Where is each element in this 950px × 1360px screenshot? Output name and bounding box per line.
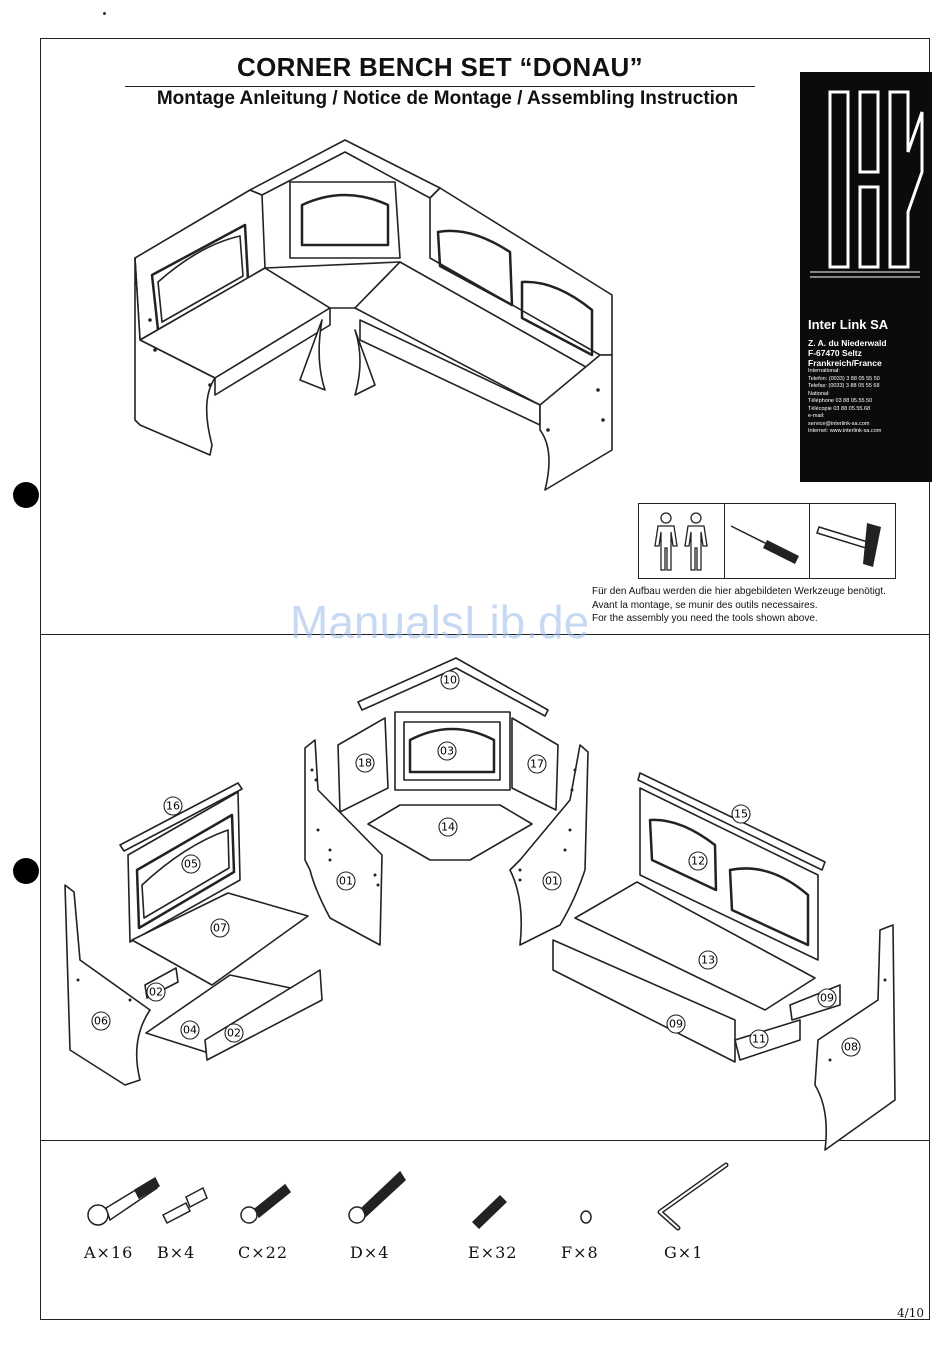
fastener-g-label: G×1 [664, 1243, 704, 1262]
punch-hole-mark [13, 482, 39, 508]
company-contact: Inter Link SA Z. A. du Niederwald F-6747… [808, 317, 928, 436]
punch-hole-mark [13, 858, 39, 884]
fastener-c-label: C×22 [238, 1243, 289, 1262]
page-title: CORNER BENCH SET “DONAU” [237, 52, 643, 82]
tool-cell-hammer [810, 504, 895, 578]
hammer-icon [815, 523, 881, 567]
fastener-a-label: A×16 [84, 1243, 134, 1262]
scan-speck [103, 12, 106, 15]
tools-note-fr: Avant la montage, se munir des outils ne… [592, 599, 818, 611]
natl-fax: Télécopie 03 88 05.55.68 [808, 405, 871, 412]
company-logo-block: Inter Link SA Z. A. du Niederwald F-6747… [800, 72, 932, 482]
tools-note-de: Für den Aufbau werden die hier abgebilde… [592, 586, 886, 597]
intl-phone: Telefon: (0033) 3 88 05 55 50 [808, 375, 880, 382]
section-divider-top [40, 634, 930, 635]
watermark: ManualsLib.de [290, 596, 590, 648]
tools-notes: Für den Aufbau werden die hier abgebilde… [592, 585, 927, 626]
fastener-e-label: E×32 [468, 1243, 518, 1262]
intl-label: International: [808, 368, 840, 374]
section-divider-bottom [40, 1140, 930, 1141]
title-underline [125, 86, 755, 87]
required-tools-box [638, 503, 896, 579]
natl-phone: Téléphone 03 88 05.55.50 [808, 398, 873, 404]
link-logo-icon [810, 90, 924, 278]
two-persons-icon [654, 512, 709, 571]
company-email: service@interlink-sa.com [808, 420, 870, 427]
tool-cell-screwdriver [725, 504, 811, 578]
fastener-d-label: D×4 [350, 1243, 390, 1262]
company-name: Inter Link SA [808, 317, 889, 332]
page-number: 4/10 [897, 1306, 924, 1320]
email-label: e-mail: [808, 413, 825, 419]
page-frame [40, 38, 930, 1320]
company-address-2: F-67470 Seltz [808, 348, 862, 358]
screwdriver-icon [730, 525, 799, 564]
natl-label: National: [808, 390, 830, 397]
company-address-1: Z. A. du Niederwald [808, 338, 887, 348]
fastener-b-label: B×4 [157, 1243, 196, 1262]
fastener-f-label: F×8 [561, 1243, 599, 1262]
company-internet: Internet: www.interlink-sa.com [808, 428, 882, 434]
company-address-3: Frankreich/France [808, 358, 882, 368]
tool-cell-persons [639, 504, 725, 578]
page-subtitle: Montage Anleitung / Notice de Montage / … [156, 88, 739, 109]
tools-note-en: For the assembly you need the tools show… [592, 613, 818, 624]
intl-fax: Telefax: (0033) 3 88 05 55 68 [808, 383, 880, 389]
